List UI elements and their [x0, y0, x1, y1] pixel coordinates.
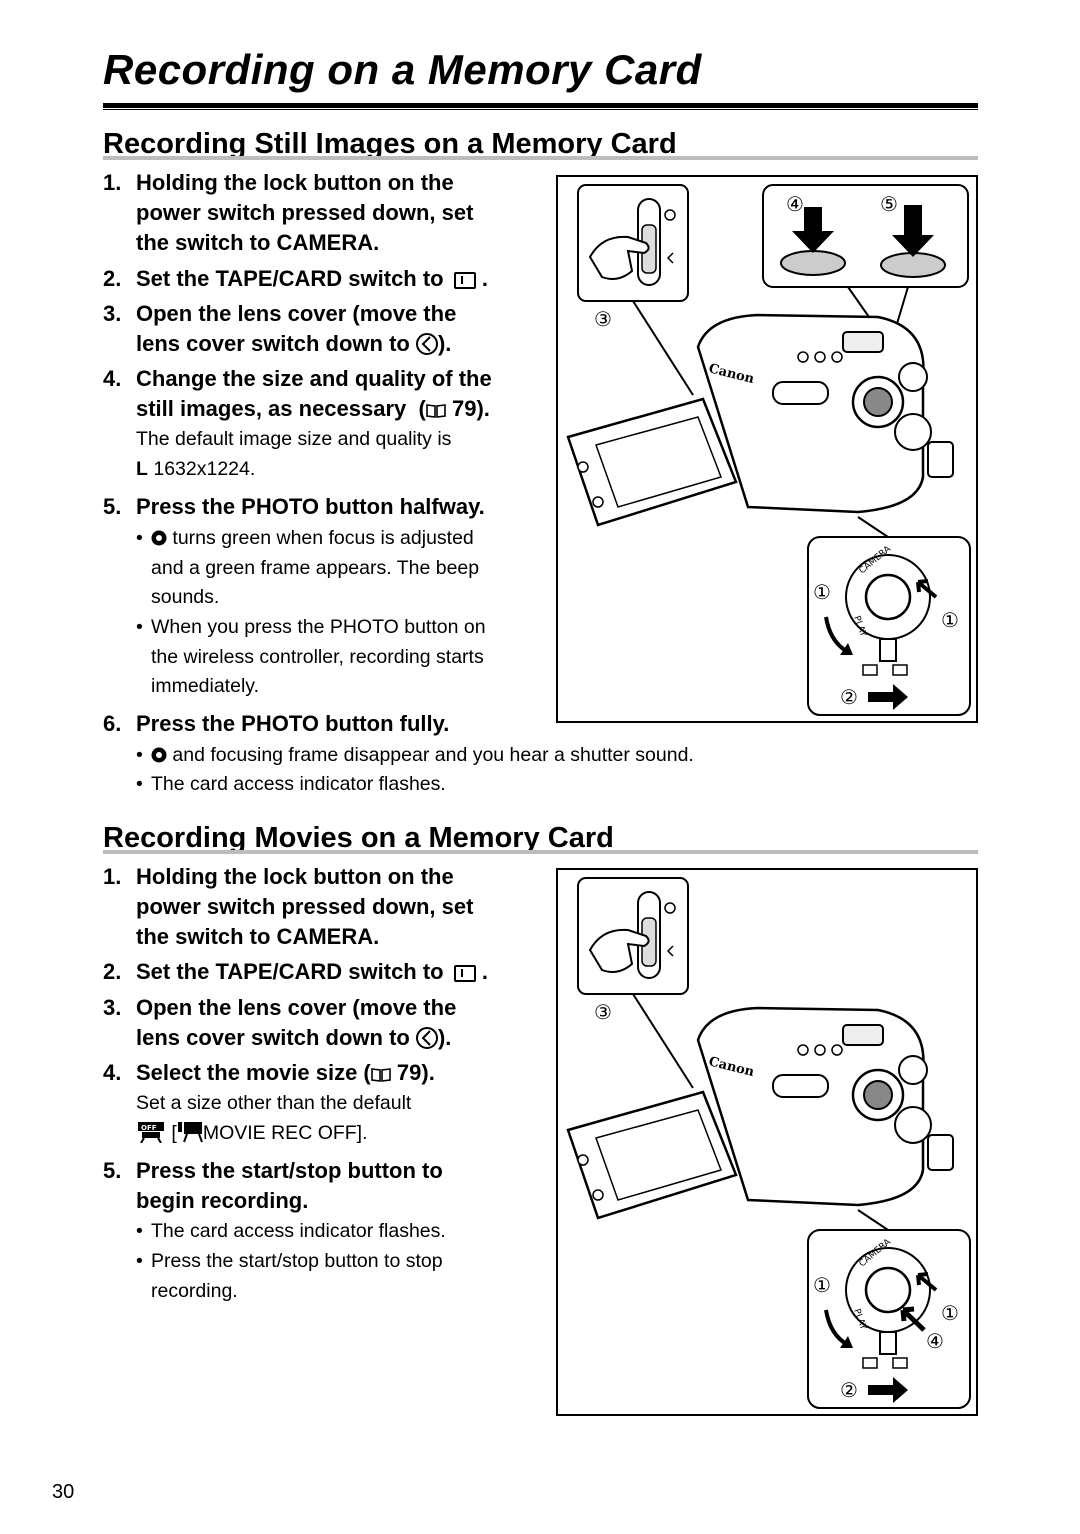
memory-card-icon [453, 272, 476, 289]
section-rule-movies [103, 850, 978, 854]
step-text: Press the PHOTO button halfway. [136, 494, 485, 519]
camcorder-illustration: ③ Canon CAMERA PLAY ① ① ④ ② [566, 877, 971, 1409]
step-text-line: Press the start/stop button to [136, 1158, 443, 1183]
step-text-line: begin recording. [136, 1188, 309, 1213]
bullet-text: the wireless controller, recording start… [151, 645, 484, 668]
movie-camera-icon [177, 1122, 203, 1143]
step-4-note-line: The default image size and quality is [136, 428, 452, 450]
callout-5: ⑤ [880, 192, 898, 216]
step-suffix: . [481, 959, 488, 984]
step-4-note-line: Set a size other than the default [136, 1092, 412, 1114]
camcorder-illustration: ③ ④ ⑤ Canon CAMERA PLAY [566, 184, 971, 716]
page-number: 30 [52, 1481, 75, 1503]
step-text-line: still images, as necessary [136, 396, 407, 421]
step-text-line: the switch to CAMERA. [136, 230, 380, 255]
focus-indicator-icon [151, 747, 167, 763]
memory-card-icon [453, 965, 476, 982]
step-suffix: ). [437, 331, 452, 356]
svg-text:OFF: OFF [141, 1124, 157, 1132]
bullet-dot: • [136, 1220, 143, 1242]
step-4-note-line: L 1632x1224. [136, 455, 255, 485]
step-text: Select the movie size ( [136, 1060, 371, 1085]
section-rule-still [103, 156, 978, 160]
step-text-line: Holding the lock button on the [136, 170, 454, 195]
step-text: Set the TAPE/CARD switch to [136, 266, 444, 291]
callout-2: ② [840, 685, 858, 709]
bullet-dot: • [136, 616, 143, 638]
bullet-dot: • [136, 744, 143, 766]
callout-4: ④ [926, 1329, 944, 1353]
bullet-text: immediately. [151, 675, 260, 697]
bullet-text: When you press the PHOTO button on [151, 616, 486, 638]
step-text-line: Holding the lock button on the [136, 864, 454, 889]
callout-4: ④ [786, 192, 804, 216]
step-4-note-line: OFF [ MOVIE REC OFF]. [136, 1119, 368, 1149]
step-number: 1. [103, 864, 122, 889]
section-heading-movies: Recording Movies on a Memory Card [103, 822, 614, 854]
step-number: 2. [103, 959, 122, 984]
step-text-line: power switch pressed down, set [136, 894, 474, 919]
callout-1: ① [813, 1273, 831, 1297]
bracket-open: [ [171, 1122, 177, 1144]
step-text: Press the PHOTO button fully. [136, 711, 450, 736]
callout-2: ② [840, 1378, 858, 1402]
step-text-line: lens cover switch down to [136, 331, 410, 356]
step-number: 4. [103, 366, 122, 391]
step-number: 2. [103, 266, 122, 291]
bullet-text: turns green when focus is adjusted [172, 527, 474, 549]
step-text: Set the TAPE/CARD switch to [136, 959, 444, 984]
bullet-text: The card access indicator flashes. [151, 1220, 446, 1242]
bullet-dot: • [136, 527, 143, 549]
step-suffix: ). [437, 1025, 452, 1050]
step-number: 6. [103, 711, 122, 736]
step-number: 3. [103, 301, 122, 326]
step-text-line: Open the lens cover (move the [136, 995, 457, 1020]
bullet-dot: • [136, 1250, 143, 1272]
step-text-line: lens cover switch down to [136, 1025, 410, 1050]
page-ref: 79). [451, 396, 490, 421]
title-rule [103, 103, 978, 108]
step-number: 5. [103, 1158, 122, 1183]
bullet-text: The card access indicator flashes. [151, 773, 446, 795]
callout-3: ③ [594, 307, 612, 331]
bullet-text: recording. [151, 1279, 238, 1302]
step-text-line: Change the size and quality of the [136, 366, 492, 391]
lens-cover-closed-icon [415, 1027, 438, 1049]
step-number: 3. [103, 995, 122, 1020]
section-heading-still: Recording Still Images on a Memory Card [103, 128, 677, 160]
bullet-dot: • [136, 773, 143, 795]
callout-3: ③ [594, 1000, 612, 1024]
step-text-line: the switch to CAMERA. [136, 924, 380, 949]
step-text-line: power switch pressed down, set [136, 200, 474, 225]
lens-cover-closed-icon [415, 333, 438, 355]
step-text-line: Open the lens cover (move the [136, 301, 457, 326]
step-number: 1. [103, 170, 122, 195]
step-number: 4. [103, 1060, 122, 1085]
bullet-text: Press the start/stop button to stop [151, 1250, 443, 1272]
book-reference-icon [370, 1068, 391, 1082]
bullet-text: and a green frame appears. The beep [151, 556, 480, 579]
callout-1: ① [813, 580, 831, 604]
page-ref: 79). [396, 1060, 435, 1085]
resolution-text: 1632x1224. [153, 458, 256, 480]
book-reference-icon [426, 404, 446, 418]
movie-rec-off-text: MOVIE REC OFF]. [202, 1122, 368, 1144]
movie-off-icon: OFF [138, 1122, 164, 1144]
size-large-icon: L [136, 458, 148, 480]
callout-1: ① [941, 1301, 959, 1325]
bullet-text: sounds. [151, 586, 220, 608]
camcorder-figure-movie: ③ Canon CAMERA PLAY ① ① ④ ② [556, 868, 978, 1416]
callout-1: ① [941, 608, 959, 632]
focus-indicator-icon [151, 530, 167, 546]
page-title: Recording on a Memory Card [103, 46, 702, 93]
step-number: 5. [103, 494, 122, 519]
step-suffix: . [481, 266, 488, 291]
bullet-text: and focusing frame disappear and you hea… [172, 744, 694, 766]
title-rule-thin [103, 109, 978, 110]
camcorder-figure-still: ③ ④ ⑤ Canon CAMERA PLAY [556, 175, 978, 723]
